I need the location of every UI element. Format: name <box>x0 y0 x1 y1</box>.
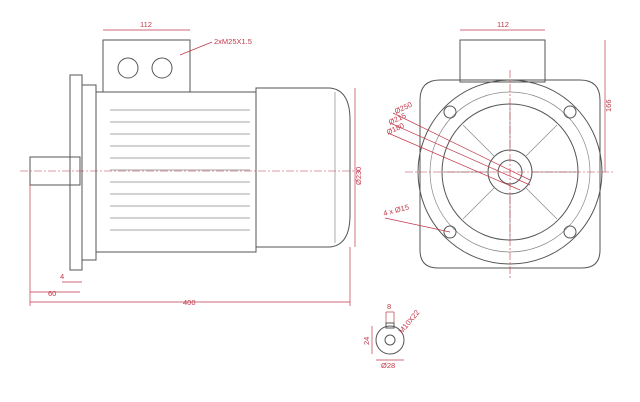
dim-shaft-diameter: Ø28 <box>381 361 395 370</box>
terminal-box-end <box>459 39 546 83</box>
dim-glands: 2xM25X1.5 <box>214 37 252 46</box>
mounting-hole <box>563 105 577 119</box>
motor-body <box>95 91 257 253</box>
dim-112-end: 112 <box>497 20 509 29</box>
dim-key-depth: 24 <box>362 337 371 345</box>
dim-400: 400 <box>183 298 196 307</box>
dim-4: 4 <box>60 272 64 281</box>
cable-gland <box>117 57 139 79</box>
dim-60: 60 <box>48 289 56 298</box>
end-dimensions: 112 166 Ø250 Ø215 Ø180 4 x Ø15 <box>382 20 613 233</box>
cooling-fins <box>110 109 250 231</box>
end-view <box>405 39 615 280</box>
side-view <box>20 39 360 271</box>
mounting-hole <box>563 225 577 239</box>
dim-key-width: 8 <box>387 302 391 311</box>
dim-thread: M10X22 <box>397 308 422 335</box>
shaft-section: 8 24 M10X22 Ø28 <box>362 302 421 370</box>
fan-cover <box>255 87 351 248</box>
flange-spigot <box>81 84 97 261</box>
side-dimensions: 112 2xM25X1.5 Ø230 4 60 400 <box>29 20 363 307</box>
dim-180: Ø180 <box>385 121 405 137</box>
dim-112: 112 <box>140 20 152 29</box>
end-flange <box>419 79 601 269</box>
dim-holes: 4 x Ø15 <box>382 202 410 217</box>
mounting-hole <box>443 105 457 119</box>
mounting-hole <box>443 225 457 239</box>
dim-230: Ø230 <box>354 167 363 185</box>
cable-gland <box>151 57 173 79</box>
terminal-box <box>102 39 191 93</box>
dim-166: 166 <box>604 99 613 112</box>
